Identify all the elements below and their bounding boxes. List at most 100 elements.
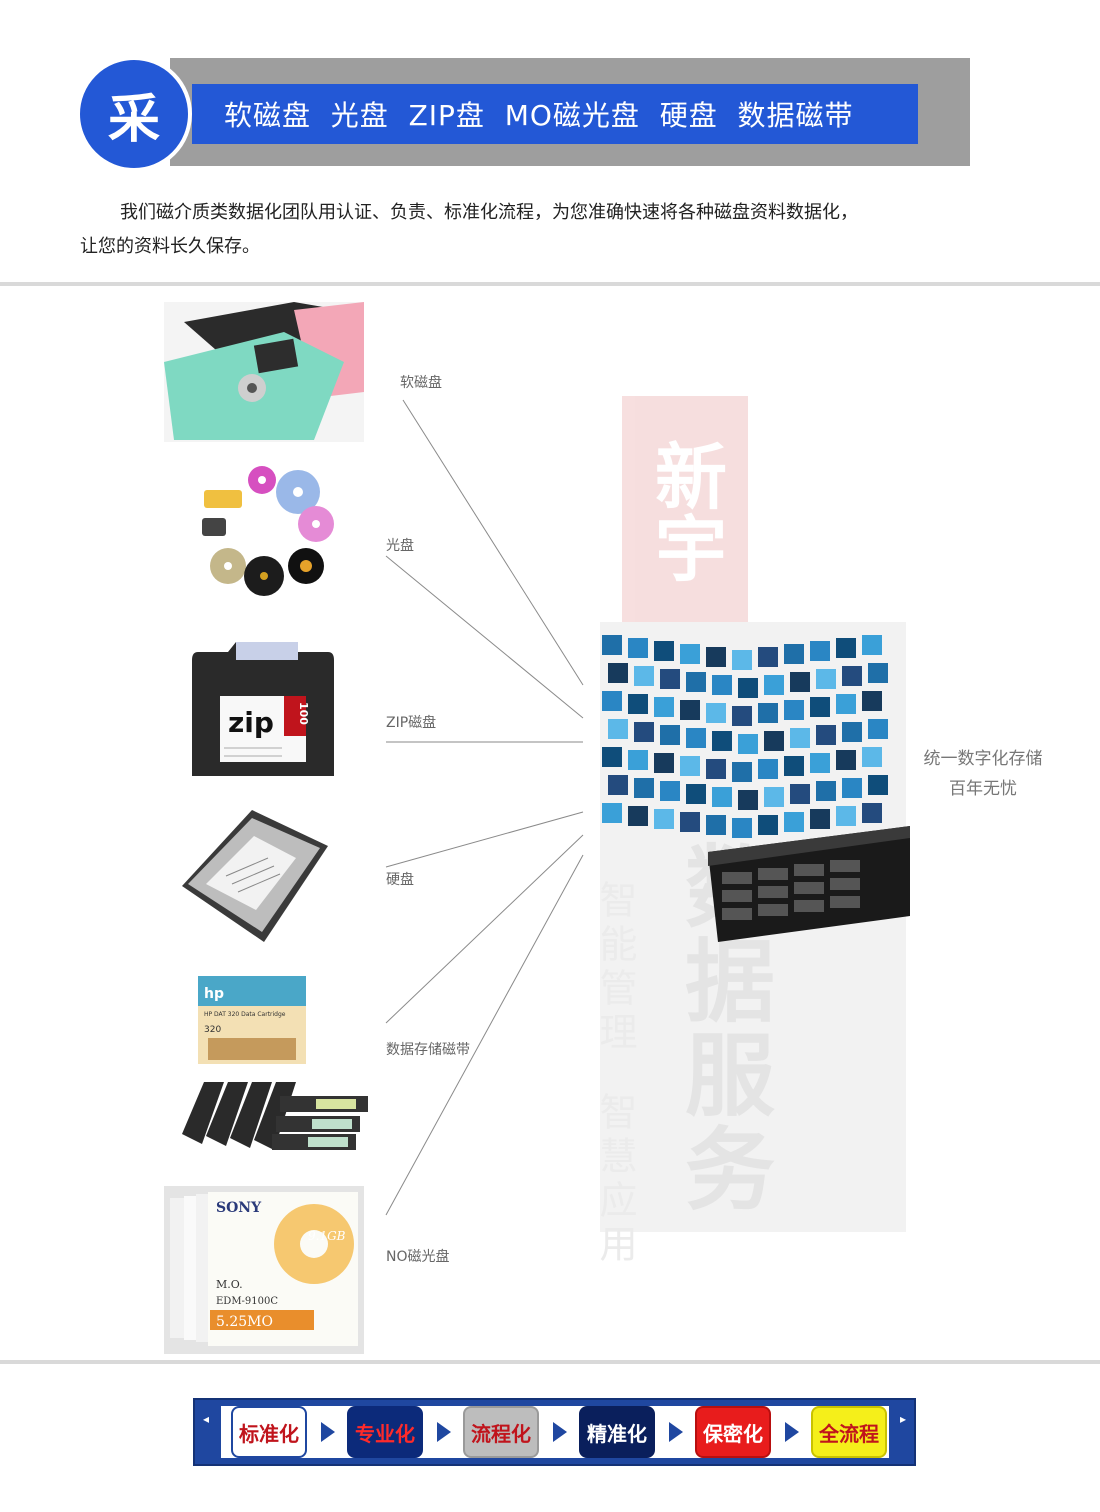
sony-brand: SONY [216,1200,262,1216]
video-wall-tile [654,809,674,829]
tape-capacity: 320 [204,1025,221,1035]
video-wall-tile [608,775,628,795]
sony-capacity: 9.1GB [308,1229,346,1243]
header-title: 软磁盘 光盘 ZIP盘 MO磁光盘 硬盘 数据磁带 [224,99,854,132]
tape-brand: hp [204,986,224,1002]
bottom-divider [0,1360,1100,1364]
video-wall-tile [608,719,628,739]
label-zip: ZIP磁盘 [386,715,437,731]
video-wall-tile [732,762,752,782]
process-step-standardized: 标准化 [231,1406,307,1458]
process-step-precise: 精准化 [579,1406,655,1458]
video-wall-tile [816,781,836,801]
video-wall-tile [836,638,856,658]
process-arrow-icon [669,1422,683,1442]
video-wall-tile [602,803,622,823]
video-wall-tile [758,647,778,667]
connector-cd [385,555,584,719]
video-wall-tile [628,638,648,658]
process-arrow-icon [785,1422,799,1442]
hard-drive-image [172,806,332,946]
intro-line-1: 我们磁介质类数据化团队用认证、负责、标准化流程，为您准确快速将各种磁盘资料数据化… [120,202,858,223]
process-step-confidential: 保密化 [695,1406,771,1458]
connector-tape [385,834,584,1024]
video-wall-tile [654,641,674,661]
video-wall-tile [706,815,726,835]
watermark-small-text: 智能管理 智慧应用 [593,880,637,1269]
optical-disc-image [192,462,338,600]
intro-paragraph: 我们磁介质类数据化团队用认证、负责、标准化流程，为您准确快速将各种磁盘资料数据化… [80,196,1030,264]
video-wall-tile [784,700,804,720]
connector-mo [385,854,584,1216]
video-wall-tile [634,722,654,742]
data-tape-image: hp HP DAT 320 Data Cartridge 320 [198,976,306,1064]
tape-cartridges-image [176,1074,372,1156]
video-wall-tile [862,803,882,823]
video-wall-tile [738,790,758,810]
video-wall-tile [660,669,680,689]
video-wall-tile [654,753,674,773]
header-title-bar: 软磁盘 光盘 ZIP盘 MO磁光盘 硬盘 数据磁带 [192,84,918,144]
header-badge-char: 采 [107,89,160,150]
video-wall-tile [634,666,654,686]
video-wall-tile [764,675,784,695]
video-wall-tile [862,747,882,767]
video-wall-tile [654,697,674,717]
video-wall-tile [816,725,836,745]
process-step-professional: 专业化 [347,1406,423,1458]
video-wall-tile [602,691,622,711]
video-wall-tile [790,784,810,804]
video-wall-tile [810,753,830,773]
tape-model: HP DAT 320 Data Cartridge [204,1011,286,1018]
video-wall-tile [784,812,804,832]
connector-hdd [385,811,584,868]
zip-number: 100 [297,702,310,725]
top-divider [0,282,1100,286]
video-wall-tile [686,672,706,692]
video-wall-tile [758,815,778,835]
video-wall-tile [842,666,862,686]
video-wall-tile [680,700,700,720]
video-wall-tile [686,728,706,748]
video-wall-tile [680,644,700,664]
video-wall-tile [738,734,758,754]
video-wall-tile [680,812,700,832]
video-wall-tile [660,725,680,745]
storage-caption: 统一数字化存储 百年无忧 [905,744,1061,804]
intro-line-2: 让您的资料长久保存。 [80,236,260,257]
video-wall-tile [868,719,888,739]
video-wall-tile [836,750,856,770]
process-bar-left-mark: ◂ [203,1412,210,1426]
video-wall-tile [790,672,810,692]
sony-model: EDM-9100C [216,1296,278,1307]
video-wall-tile [634,778,654,798]
label-mo: NO磁光盘 [386,1249,450,1265]
sony-mo: M.O. [216,1278,243,1291]
video-wall-tile [816,669,836,689]
video-wall-tile [784,756,804,776]
video-wall-tile [608,663,628,683]
video-wall-tile [862,635,882,655]
video-wall-tile [790,728,810,748]
video-wall-tile [764,787,784,807]
process-bar-inner: 标准化专业化流程化精准化保密化全流程 [221,1406,889,1458]
video-wall-tile [602,635,622,655]
video-wall-tile [810,697,830,717]
video-wall-tile [660,781,680,801]
video-wall-tile [842,778,862,798]
video-wall-tile [712,731,732,751]
video-wall-tile [810,641,830,661]
label-tape: 数据存储磁带 [386,1042,470,1058]
video-wall-tile [764,731,784,751]
video-wall-tile [862,691,882,711]
process-bar-right-mark: ▸ [899,1412,906,1426]
video-wall-tile [868,663,888,683]
video-wall-tile [732,650,752,670]
header-badge: 采 [76,56,192,172]
process-step-process: 流程化 [463,1406,539,1458]
video-wall-server-image [598,626,910,958]
floppy-disk-image [164,302,364,442]
video-wall-tile [732,818,752,838]
video-wall-tile [732,706,752,726]
